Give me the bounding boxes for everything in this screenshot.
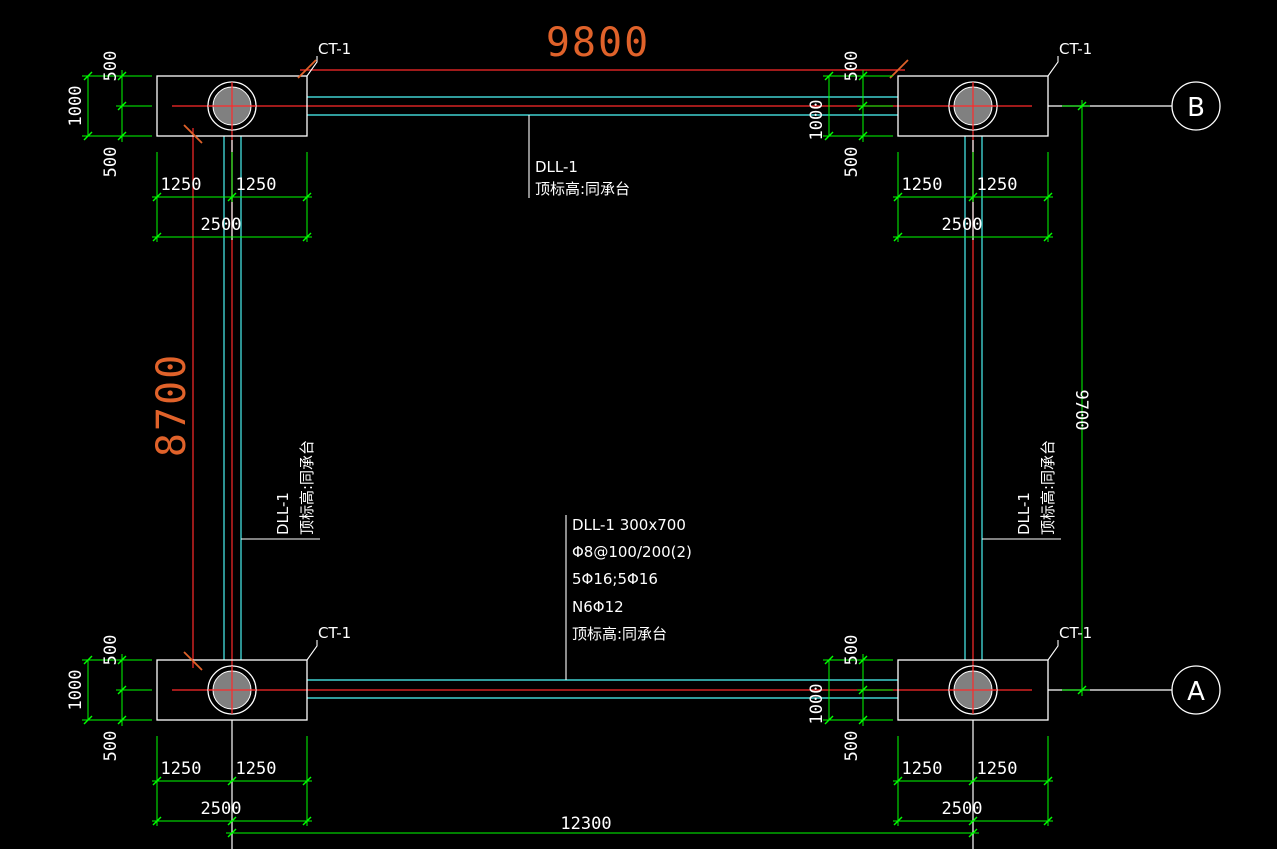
dim-tr-half-left: 1250 bbox=[902, 175, 943, 195]
beam-right-elev: 顶标高:同承台 bbox=[1039, 440, 1057, 535]
dim-br-height: 1000 bbox=[807, 684, 827, 725]
dim-br-half-top: 500 bbox=[842, 635, 862, 666]
tie-beams bbox=[223, 96, 983, 699]
pile-cap-bottom-left[interactable] bbox=[156, 659, 308, 721]
piles bbox=[207, 81, 998, 715]
cap-dimension-ticks bbox=[83, 71, 1087, 838]
beam-right-name: DLL-1 bbox=[1015, 492, 1033, 535]
pile-caps bbox=[156, 75, 1049, 721]
dim-br-half-left: 1250 bbox=[902, 759, 943, 779]
overall-dim-bottom: 12300 bbox=[560, 814, 611, 834]
dim-tr-half-top: 500 bbox=[842, 51, 862, 82]
axis-bubble-a[interactable]: A bbox=[1171, 665, 1221, 715]
beam-bottom-stirrup: Φ8@100/200(2) bbox=[572, 543, 692, 561]
axis-bubble-b[interactable]: B bbox=[1171, 81, 1221, 131]
dim-br-full: 2500 bbox=[942, 799, 983, 819]
cap-label-top-left: CT-1 bbox=[318, 40, 351, 58]
beam-bottom-name: DLL-1 300x700 bbox=[572, 516, 686, 534]
pile-cap-top-right[interactable] bbox=[897, 75, 1049, 137]
beam-left-elev: 顶标高:同承台 bbox=[298, 440, 316, 535]
dim-tr-full: 2500 bbox=[942, 215, 983, 235]
dim-tl-height: 1000 bbox=[66, 86, 86, 127]
axis-label-a: A bbox=[1187, 677, 1205, 707]
beam-left-name: DLL-1 bbox=[274, 492, 292, 535]
beam-bottom-side-bars: N6Φ12 bbox=[572, 598, 624, 616]
dim-bl-half-right: 1250 bbox=[236, 759, 277, 779]
dim-tl-half-bottom: 500 bbox=[101, 147, 121, 178]
overall-dim-top: 9800 bbox=[546, 20, 650, 66]
pile-cap-top-left[interactable] bbox=[156, 75, 308, 137]
dim-tr-half-right: 1250 bbox=[977, 175, 1018, 195]
beam-bottom-main-bars: 5Φ16;5Φ16 bbox=[572, 570, 658, 588]
overall-dim-left: 8700 bbox=[149, 353, 195, 457]
dim-br-half-bottom: 500 bbox=[842, 731, 862, 762]
dim-bl-half-left: 1250 bbox=[161, 759, 202, 779]
cap-label-bottom-right: CT-1 bbox=[1059, 624, 1092, 642]
dim-bl-height: 1000 bbox=[66, 670, 86, 711]
dim-tl-half-right: 1250 bbox=[236, 175, 277, 195]
dim-bl-half-top: 500 bbox=[101, 635, 121, 666]
dim-bl-half-bottom: 500 bbox=[101, 731, 121, 762]
dim-tr-half-bottom: 500 bbox=[842, 147, 862, 178]
overall-dim-ticks bbox=[183, 59, 909, 671]
dim-tl-half-left: 1250 bbox=[161, 175, 202, 195]
pile-cap-bottom-right[interactable] bbox=[897, 659, 1049, 721]
beam-top-elev: 顶标高:同承台 bbox=[535, 180, 630, 198]
beam-top-name: DLL-1 bbox=[535, 158, 578, 176]
dim-bl-full: 2500 bbox=[201, 799, 242, 819]
dim-tl-half-top: 500 bbox=[101, 51, 121, 82]
cap-label-top-right: CT-1 bbox=[1059, 40, 1092, 58]
axis-label-b: B bbox=[1187, 93, 1205, 123]
dim-br-half-right: 1250 bbox=[977, 759, 1018, 779]
cap-label-bottom-left: CT-1 bbox=[318, 624, 351, 642]
axis-leaders bbox=[231, 105, 1172, 849]
dim-tl-full: 2500 bbox=[201, 215, 242, 235]
overall-dim-right: 9700 bbox=[1071, 390, 1091, 431]
beam-label-leaders bbox=[241, 115, 1061, 680]
beam-bottom-elev: 顶标高:同承台 bbox=[572, 625, 667, 643]
dim-tr-height: 1000 bbox=[807, 100, 827, 141]
cap-label-leaders bbox=[306, 56, 1059, 661]
